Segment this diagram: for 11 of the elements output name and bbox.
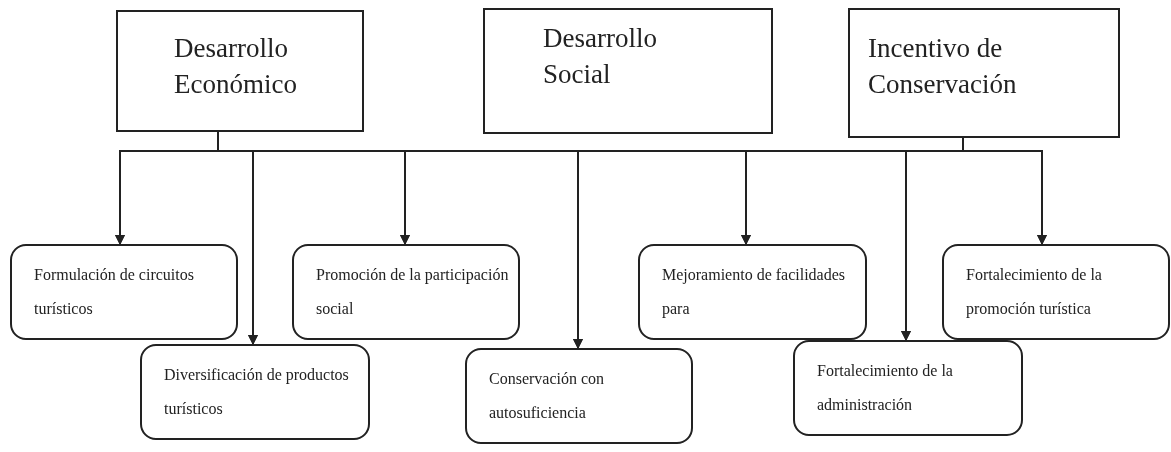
heading-box: Desarrollo Social <box>483 8 773 134</box>
process-box: Formulación de circuitos turísticos <box>10 244 238 340</box>
connector-arrow <box>901 137 964 341</box>
heading-box: Incentivo de Conservación <box>848 8 1120 138</box>
process-box: Promoción de la participación social <box>292 244 520 340</box>
process-box: Fortalecimiento de la promoción turística <box>942 244 1170 340</box>
process-box: Mejoramiento de facilidades para <box>638 244 867 340</box>
heading-box: Desarrollo Económico <box>116 10 364 132</box>
process-box: Conservación con autosuficiencia <box>465 348 693 444</box>
process-box: Diversificación de productos turísticos <box>140 344 370 440</box>
process-box: Fortalecimiento de la administración <box>793 340 1023 436</box>
